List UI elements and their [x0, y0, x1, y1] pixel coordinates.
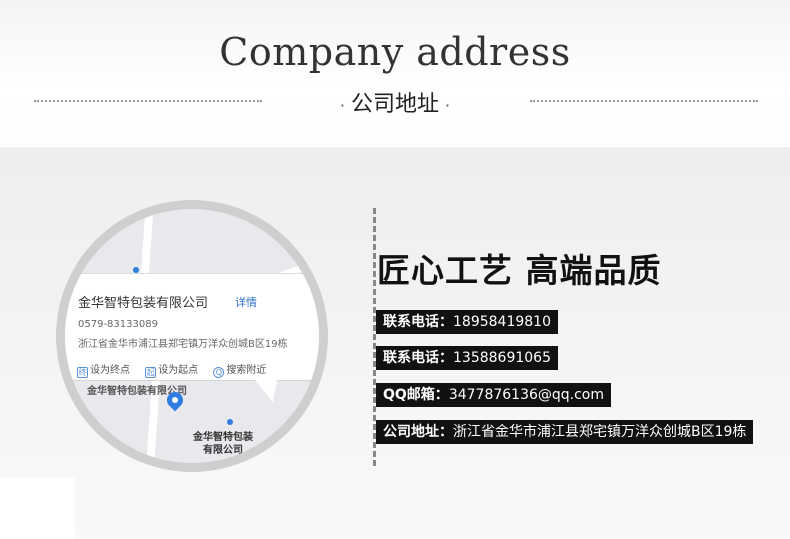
vertical-divider [373, 208, 376, 466]
set-destination-label: 设为终点 [90, 365, 130, 376]
phone-1-value: 18958419810 [453, 314, 551, 330]
place-phone: 0579-83133089 [78, 319, 158, 330]
set-origin-button[interactable]: 起设为起点 [145, 365, 199, 378]
title-english: Company address [219, 30, 571, 74]
map-marker-dot [227, 419, 233, 425]
phone-2: 联系电话：13588691065 [376, 346, 558, 370]
title-chinese: ·公司地址· [0, 86, 790, 118]
phone-2-label: 联系电话： [383, 350, 453, 366]
phone-1-label: 联系电话： [383, 314, 453, 330]
map-label-line2: 有限公司 [203, 445, 243, 456]
company-address-value: 浙江省金华市浦江县郑宅镇万洋众创城B区19栋 [453, 424, 747, 440]
corner-block [0, 477, 75, 539]
slogan-heading: 匠心工艺 高端品质 [377, 251, 662, 290]
map-view[interactable]: 金华智特包装有限公司 详情 0579-83133089 浙江省金华市浦江县郑宅镇… [65, 209, 319, 463]
map-road [140, 209, 154, 280]
set-destination-button[interactable]: 终设为终点 [77, 365, 130, 378]
qq-email: QQ邮箱：3477876136@qq.com [376, 383, 612, 407]
map-marker-dot [133, 267, 139, 273]
search-icon: Q [213, 367, 225, 378]
detail-link[interactable]: 详情 [235, 296, 257, 309]
place-address: 浙江省金华市浦江县郑宅镇万洋众创城B区19栋 [78, 339, 288, 350]
title-dot-right: · [445, 95, 451, 115]
map-label-company: 金华智特包装 有限公司 [193, 431, 253, 457]
page-header: Company address ·公司地址· [0, 0, 790, 147]
title-chinese-text: 公司地址 [350, 92, 439, 117]
search-nearby-label: 搜索附近 [226, 365, 267, 376]
company-address: 公司地址：浙江省金华市浦江县郑宅镇万洋众创城B区19栋 [376, 420, 754, 444]
qq-email-value: 3477876136@qq.com [448, 387, 605, 403]
set-origin-label: 设为起点 [158, 365, 199, 376]
dotted-divider-right [530, 100, 758, 102]
phone-2-value: 13588691065 [453, 350, 551, 366]
origin-icon: 起 [145, 367, 157, 378]
company-address-label: 公司地址： [383, 424, 453, 440]
title-dot-left: · [339, 95, 345, 115]
card-pointer [255, 380, 277, 402]
phone-1: 联系电话：18958419810 [376, 310, 558, 334]
place-name: 金华智特包装有限公司 [78, 296, 209, 311]
place-info-card: 金华智特包装有限公司 详情 0579-83133089 浙江省金华市浦江县郑宅镇… [65, 273, 319, 381]
map-label-faded: 金华智特包装有限公司 [87, 386, 187, 397]
qq-email-label: QQ邮箱： [383, 387, 449, 403]
map-label-line1: 金华智特包装 [193, 432, 253, 443]
dotted-divider-left [34, 100, 262, 102]
destination-icon: 终 [77, 367, 88, 378]
